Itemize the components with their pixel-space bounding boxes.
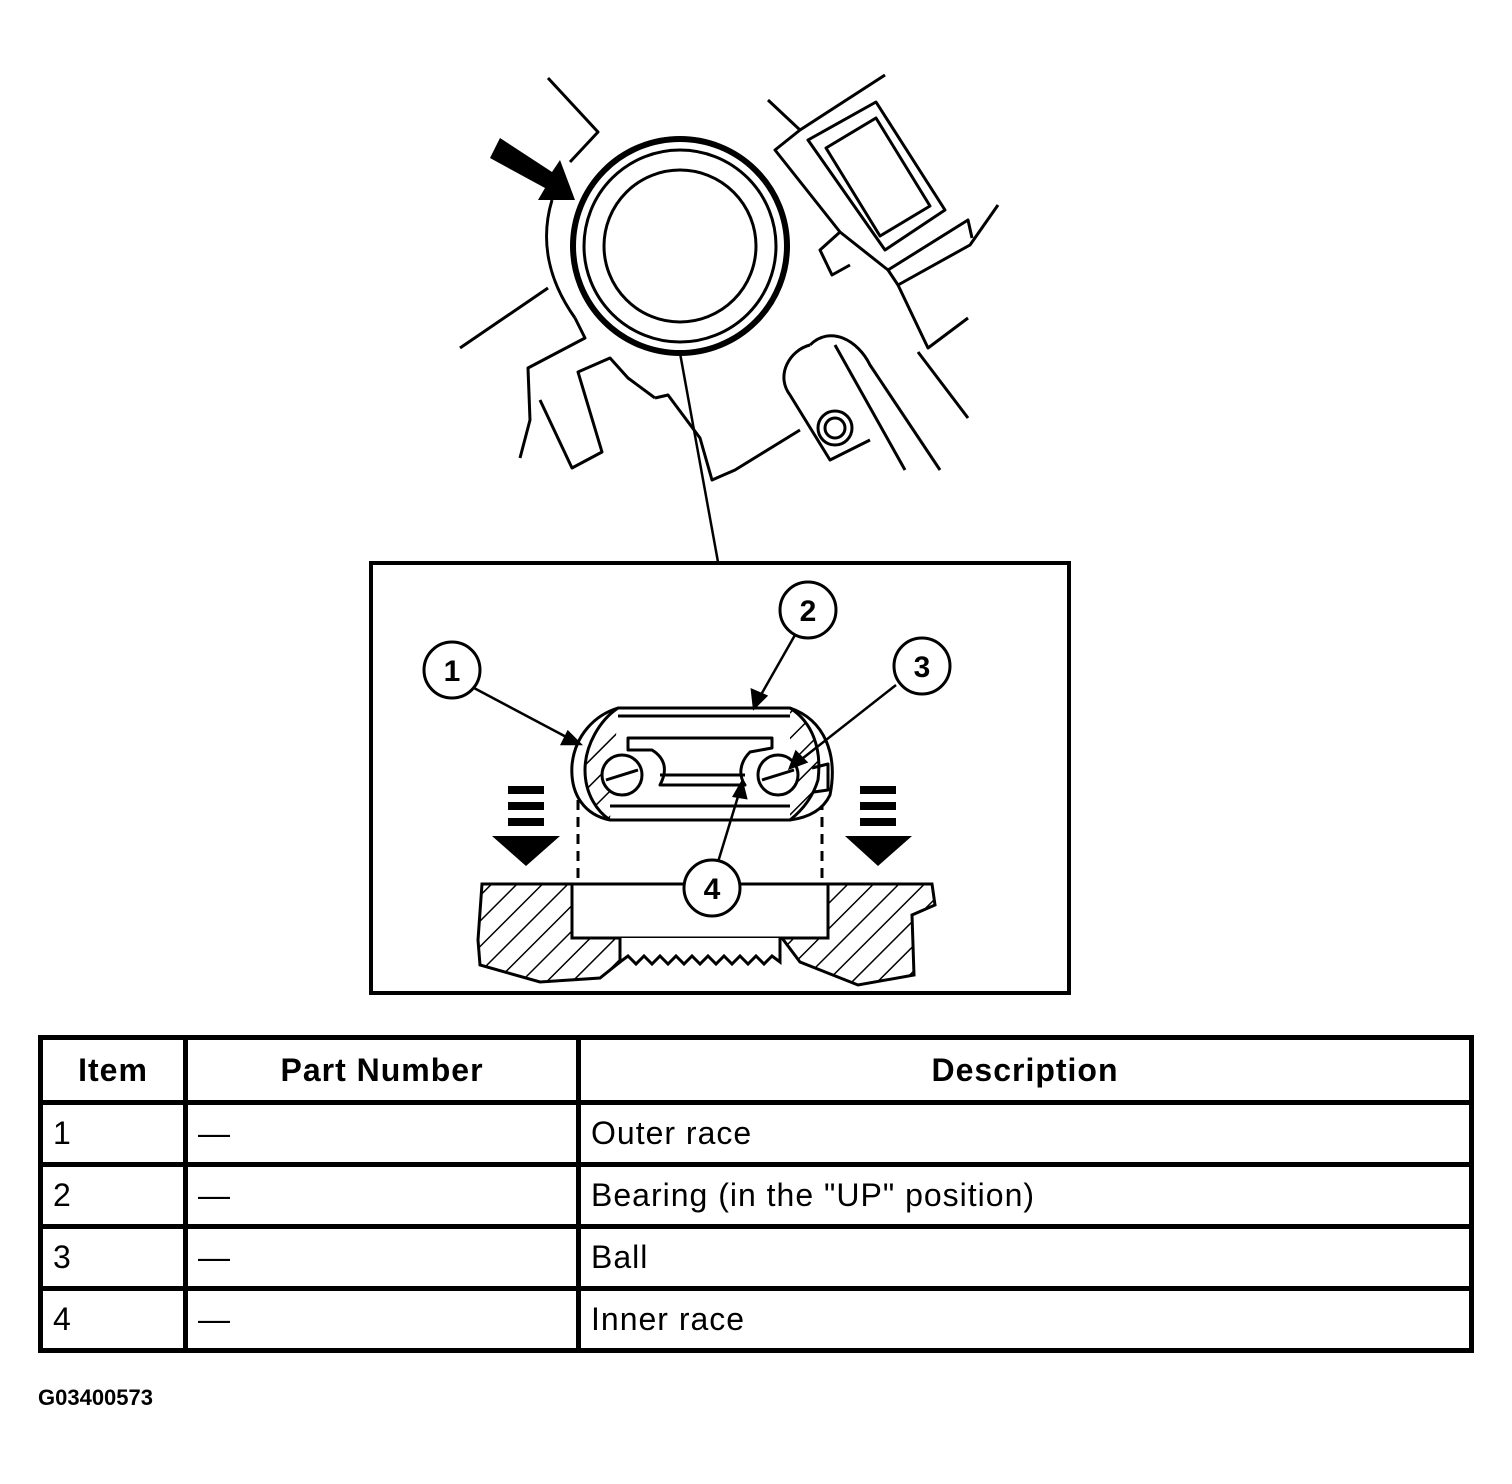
cell-part-number: — xyxy=(183,1224,581,1291)
housing-outline xyxy=(459,73,1000,482)
callout-leaders xyxy=(473,634,897,863)
inset-leader-line xyxy=(678,352,720,563)
callout-3: 3 xyxy=(892,636,952,696)
cell-item: 4 xyxy=(38,1286,188,1353)
cell-description: Inner race xyxy=(576,1286,1474,1353)
svg-text:4: 4 xyxy=(704,873,721,906)
svg-text:2: 2 xyxy=(800,595,817,628)
callout-4: 4 xyxy=(682,858,742,918)
base-block xyxy=(476,882,937,987)
parts-table: Item Part Number Description 1 — Outer r… xyxy=(38,1035,1474,1353)
header-item: Item xyxy=(38,1035,188,1105)
cell-part-number: — xyxy=(183,1100,581,1167)
bearing-installation-diagram: 1 2 3 4 xyxy=(369,73,1071,995)
table-row: 4 — Inner race xyxy=(38,1286,1474,1353)
cell-description: Ball xyxy=(576,1224,1474,1291)
cell-item: 2 xyxy=(38,1162,188,1229)
cell-description: Outer race xyxy=(576,1100,1474,1167)
cell-description: Bearing (in the "UP" position) xyxy=(576,1162,1474,1229)
bolt-head xyxy=(816,409,854,447)
bearing-cross-section xyxy=(570,706,834,822)
figure-code: G03400573 xyxy=(38,1385,153,1410)
header-description: Description xyxy=(576,1035,1474,1105)
guide-lines xyxy=(576,800,824,884)
table-row: 1 — Outer race xyxy=(38,1100,1474,1167)
callout-2: 2 xyxy=(778,580,838,640)
header-part-number: Part Number xyxy=(183,1035,581,1105)
press-arrow-right xyxy=(845,786,912,866)
table-row: 2 — Bearing (in the "UP" position) xyxy=(38,1162,1474,1229)
bearing-rings xyxy=(570,136,790,356)
cell-item: 3 xyxy=(38,1224,188,1291)
table-row: 3 — Ball xyxy=(38,1224,1474,1291)
svg-text:1: 1 xyxy=(444,655,461,688)
cell-part-number: — xyxy=(183,1286,581,1353)
svg-text:3: 3 xyxy=(914,651,931,684)
installation-arrow xyxy=(490,138,575,200)
table-header-row: Item Part Number Description xyxy=(38,1035,1474,1105)
press-arrow-left xyxy=(492,786,560,866)
cell-item: 1 xyxy=(38,1100,188,1167)
cell-part-number: — xyxy=(183,1162,581,1229)
callout-1: 1 xyxy=(422,640,482,700)
